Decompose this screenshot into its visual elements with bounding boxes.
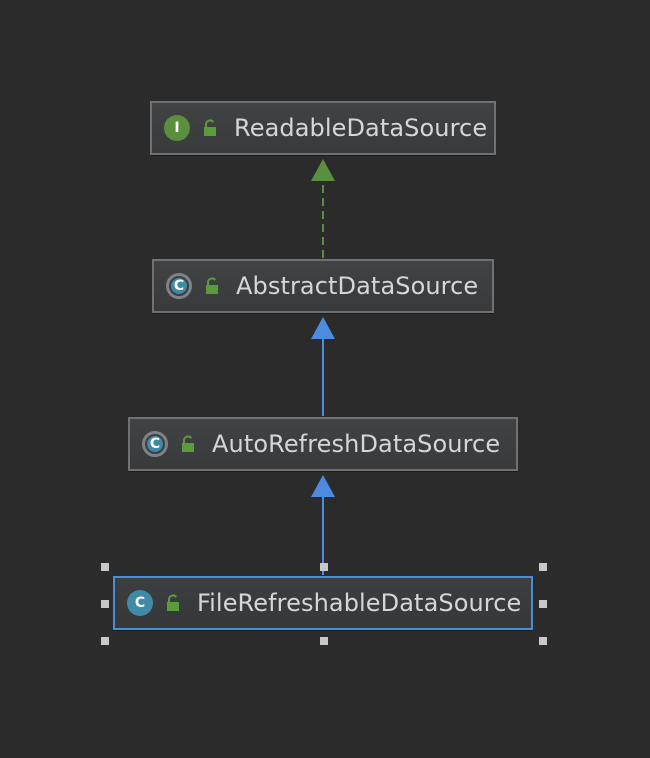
public-lock-icon [206,277,218,294]
public-lock-icon [167,594,179,611]
extends-arrowhead-autorefresh [311,317,335,339]
resize-handle-middle-right[interactable] [539,600,547,608]
class-badge-letter: C [134,595,146,611]
abstract-class-badge-letter: C [149,436,161,452]
interface-badge-letter: I [174,120,180,136]
public-lock-icon [182,435,194,452]
abstract-class-icon: C [166,273,192,299]
node-label: FileRefreshableDataSource [197,589,522,617]
resize-handle-top-right[interactable] [539,563,547,571]
resize-handle-bottom-right[interactable] [539,637,547,645]
node-file-refreshable-data-source[interactable]: C FileRefreshableDataSource [113,576,533,630]
resize-handle-top-left[interactable] [101,563,109,571]
implements-arrowhead [311,159,335,181]
interface-icon: I [164,115,190,141]
extends-arrowhead-filerefreshable [311,475,335,497]
node-abstract-data-source[interactable]: C AbstractDataSource [152,259,494,313]
public-lock-icon [204,119,216,136]
class-icon: C [127,590,153,616]
resize-handle-bottom-center[interactable] [320,637,328,645]
abstract-class-icon: C [142,431,168,457]
node-label: AutoRefreshDataSource [212,430,501,458]
resize-handle-top-center[interactable] [320,563,328,571]
resize-handle-middle-left[interactable] [101,600,109,608]
node-label: ReadableDataSource [234,114,488,142]
node-readable-data-source[interactable]: I ReadableDataSource [150,101,496,155]
node-label: AbstractDataSource [236,272,479,300]
resize-handle-bottom-left[interactable] [101,637,109,645]
abstract-class-badge-letter: C [173,278,185,294]
node-auto-refresh-data-source[interactable]: C AutoRefreshDataSource [128,417,518,471]
